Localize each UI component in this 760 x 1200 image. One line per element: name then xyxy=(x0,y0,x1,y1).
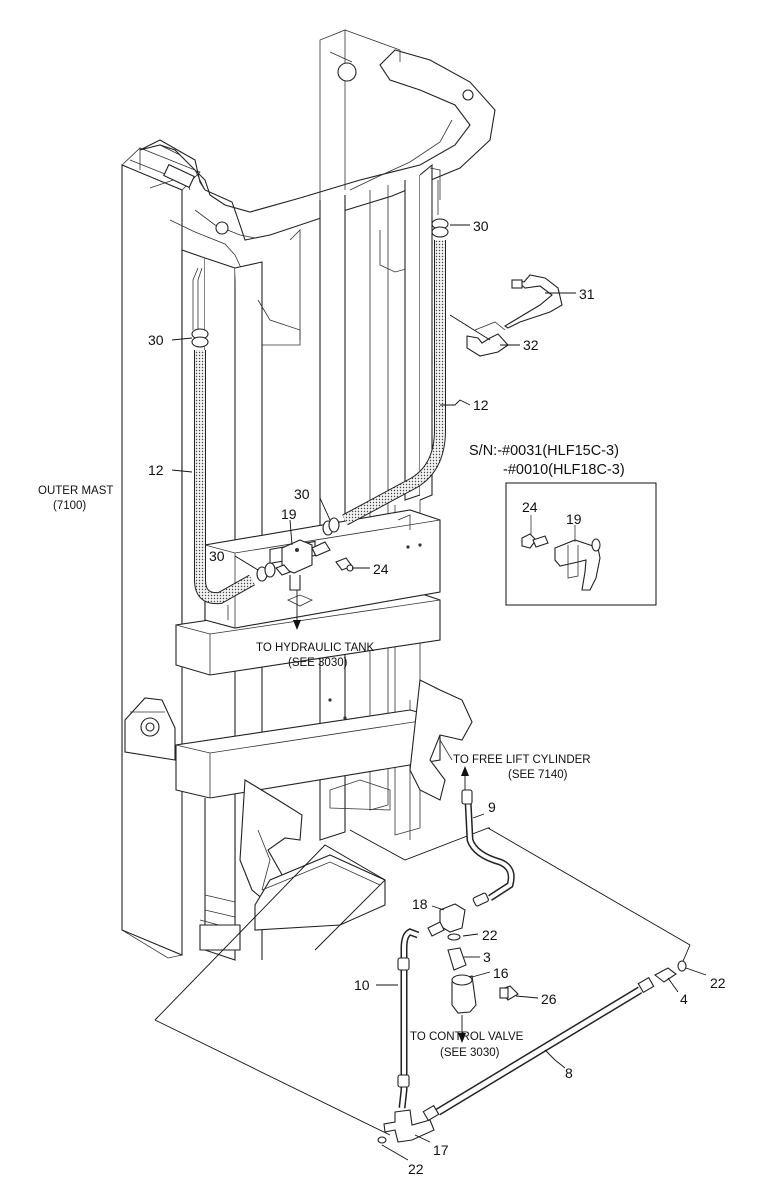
inner-mast-drawing xyxy=(175,163,473,961)
callout-16: 16 xyxy=(493,965,509,981)
callout-22: 22 xyxy=(482,927,498,943)
outer-mast-drawing xyxy=(121,29,496,959)
serial-note-line1: S/N:-#0031(HLF15C-3) xyxy=(469,443,619,459)
callout-19-inset: 19 xyxy=(566,511,582,527)
to-hydraulic-tank-ref: (SEE 3030) xyxy=(288,657,348,669)
callout-12: 12 xyxy=(148,462,164,478)
serial-inset-box xyxy=(505,482,657,606)
callout-12: 12 xyxy=(473,397,489,413)
callout-26: 26 xyxy=(541,991,557,1007)
to-control-valve-label: TO CONTROL VALVE xyxy=(410,1031,524,1043)
callout-18: 18 xyxy=(412,896,428,912)
to-hydraulic-tank-label: TO HYDRAULIC TANK xyxy=(256,642,375,654)
callout-32: 32 xyxy=(523,337,539,353)
callout-4: 4 xyxy=(680,991,688,1007)
callout-24-inset: 24 xyxy=(522,499,538,515)
callout-3: 3 xyxy=(483,949,491,965)
lower-hose-assembly xyxy=(154,766,691,1144)
hose-clamp-parts xyxy=(466,274,563,357)
callout-31: 31 xyxy=(579,286,595,302)
callout-24: 24 xyxy=(373,561,389,577)
lift-hose-assembly xyxy=(191,180,449,630)
callout-9: 9 xyxy=(488,799,496,815)
text-labels: OUTER MAST (7100) S/N:-#0031(HLF15C-3) -… xyxy=(38,218,726,1177)
outer-mast-ref: (7100) xyxy=(53,500,86,512)
serial-note-line2: -#0010(HLF18C-3) xyxy=(503,462,625,478)
to-control-valve-ref: (SEE 3030) xyxy=(440,1047,500,1059)
callout-30: 30 xyxy=(294,486,310,502)
callout-leaders xyxy=(171,224,707,1161)
callout-8: 8 xyxy=(565,1065,573,1081)
outer-mast-label: OUTER MAST xyxy=(38,485,113,497)
to-free-lift-label: TO FREE LIFT CYLINDER xyxy=(453,754,591,766)
callout-22: 22 xyxy=(408,1161,424,1177)
callout-22: 22 xyxy=(710,975,726,991)
callout-30: 30 xyxy=(473,218,489,234)
to-free-lift-ref: (SEE 7140) xyxy=(508,769,568,781)
callout-30: 30 xyxy=(209,548,225,564)
callout-10: 10 xyxy=(354,977,370,993)
callout-17: 17 xyxy=(433,1142,449,1158)
callout-19: 19 xyxy=(281,506,297,522)
callout-30: 30 xyxy=(148,332,164,348)
